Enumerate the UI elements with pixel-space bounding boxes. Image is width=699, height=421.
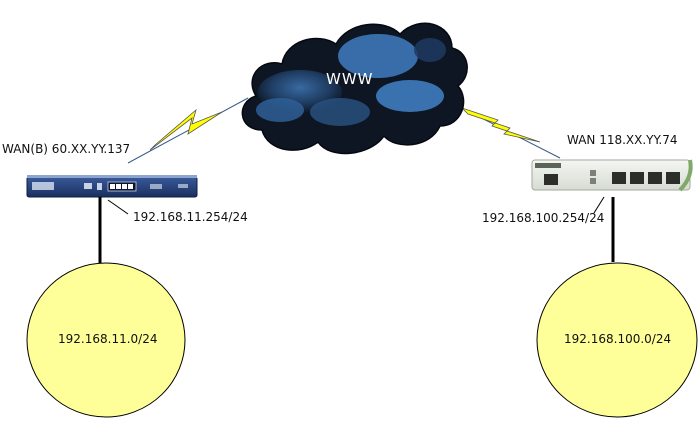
- cloud-label: WWW: [326, 70, 374, 88]
- right-wan-label: WAN 118.XX.YY.74: [567, 133, 678, 147]
- right-lan-gateway-label: 192.168.100.254/24: [482, 211, 605, 225]
- internet-cloud-icon: [241, 22, 468, 155]
- left-router-icon: [26, 175, 198, 198]
- right-lan-network: [536, 262, 698, 418]
- right-router-icon: [531, 159, 693, 192]
- left-wan-link: [127, 97, 249, 164]
- right-lightning-icon: [461, 107, 541, 143]
- left-lan-network: [26, 262, 186, 418]
- right-lan-pointer: [593, 196, 605, 214]
- left-lightning-icon: [149, 108, 223, 151]
- right-network-label: 192.168.100.0/24: [564, 332, 672, 346]
- left-lan-pointer: [107, 199, 129, 215]
- left-wan-label: WAN(B) 60.XX.YY.137: [2, 142, 131, 156]
- left-network-label: 192.168.11.0/24: [58, 332, 158, 346]
- left-lan-gateway-label: 192.168.11.254/24: [133, 210, 248, 224]
